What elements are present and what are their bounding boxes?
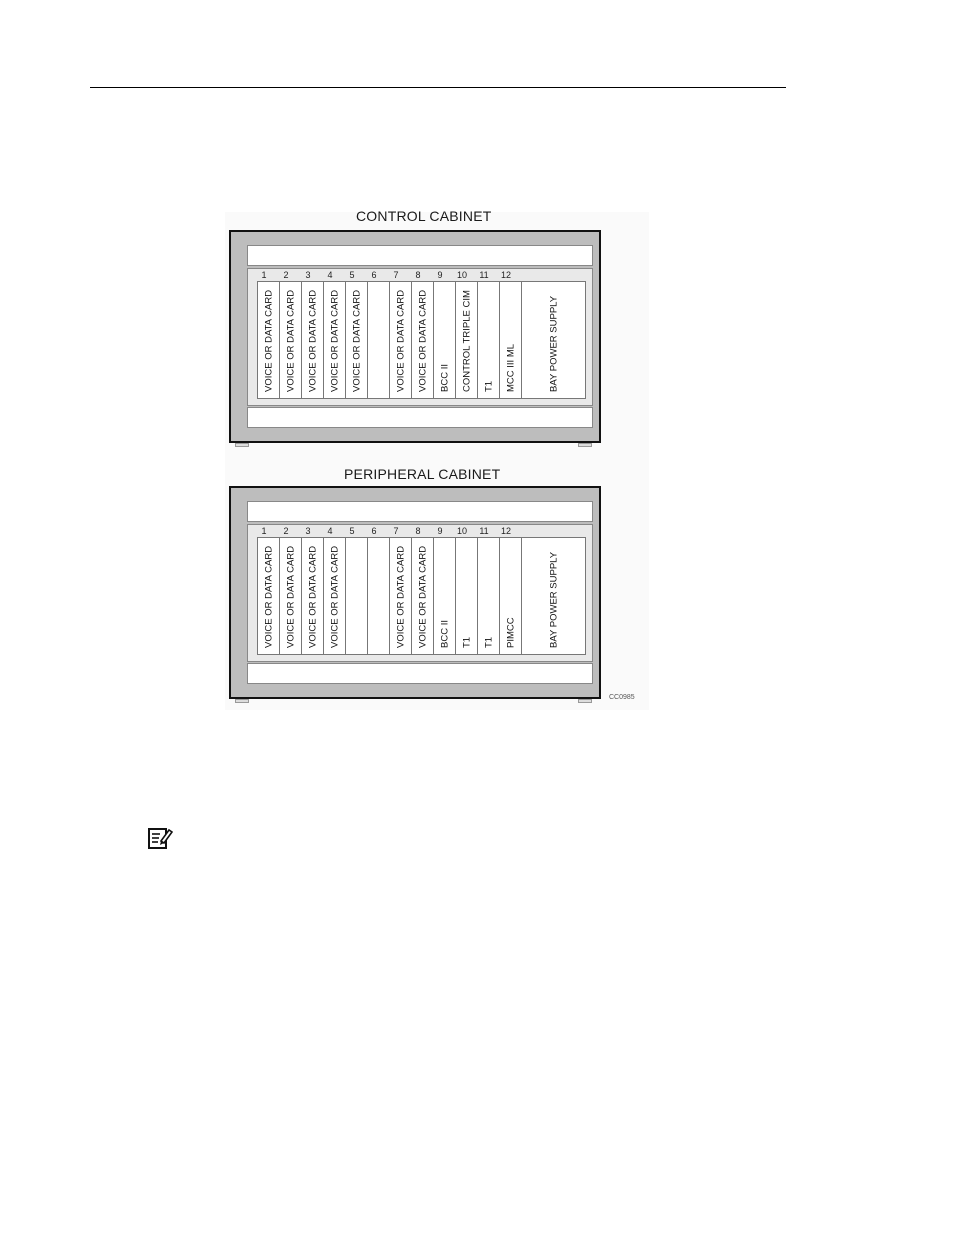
slot-number: 5: [349, 270, 355, 280]
slot-label: VOICE OR DATA CARD: [417, 545, 428, 648]
slot-number: 1: [261, 526, 267, 536]
slot-label: PIMCC: [505, 617, 516, 648]
control-cabinet: 1 2 3 4 5 6 7 8 9 10 11 12 VOICE OR DATA…: [229, 230, 601, 443]
card-slot: PIMCC: [500, 538, 522, 654]
peripheral-cabinet-bottom-strip: [247, 663, 593, 684]
slot-number: 8: [415, 526, 421, 536]
peripheral-cabinet-top-strip: [247, 501, 593, 522]
slot-label: T1: [483, 636, 494, 648]
cabinet-foot: [578, 699, 592, 703]
control-cabinet-bottom-strip: [247, 407, 593, 428]
slot-number: 10: [456, 270, 467, 280]
slot-label: T1: [483, 380, 494, 392]
card-slot: VOICE OR DATA CARD: [302, 538, 324, 654]
slot-label: VOICE OR DATA CARD: [307, 545, 318, 648]
slot-label: T1: [461, 636, 472, 648]
slot-label: MCC III ML: [505, 343, 516, 392]
card-slot: VOICE OR DATA CARD: [280, 282, 302, 398]
slot-label: BCC II: [439, 364, 450, 392]
slot-number: 6: [371, 270, 377, 280]
header-rule: [90, 87, 786, 88]
power-supply-slot: BAY POWER SUPPLY: [522, 538, 585, 654]
slot-number: 12: [500, 270, 511, 280]
slot-number: 4: [327, 526, 333, 536]
card-slot: T1: [478, 538, 500, 654]
slot-label: BCC II: [439, 620, 450, 648]
card-slot: VOICE OR DATA CARD: [390, 282, 412, 398]
slot-number: 2: [283, 526, 289, 536]
card-slot: T1: [456, 538, 478, 654]
cabinet-foot: [578, 443, 592, 447]
slot-number: 3: [305, 526, 311, 536]
power-supply-label: BAY POWER SUPPLY: [548, 295, 559, 392]
peripheral-slot-row: VOICE OR DATA CARD VOICE OR DATA CARD VO…: [257, 537, 586, 655]
peripheral-cabinet: 1 2 3 4 5 6 7 8 9 10 11 12 VOICE OR DATA…: [229, 486, 601, 699]
card-slot: VOICE OR DATA CARD: [258, 538, 280, 654]
note-pencil-icon: [147, 825, 174, 851]
slot-number: 5: [349, 526, 355, 536]
power-supply-label: BAY POWER SUPPLY: [548, 551, 559, 648]
figure-code: CC0985: [609, 694, 635, 701]
cabinet-foot: [235, 443, 249, 447]
slot-number: 1: [261, 270, 267, 280]
slot-label: VOICE OR DATA CARD: [329, 545, 340, 648]
card-slot: VOICE OR DATA CARD: [390, 538, 412, 654]
card-slot: CONTROL TRIPLE CIM: [456, 282, 478, 398]
slot-number: 8: [415, 270, 421, 280]
card-slot: BCC II: [434, 282, 456, 398]
card-slot: VOICE OR DATA CARD: [324, 538, 346, 654]
card-slot: VOICE OR DATA CARD: [280, 538, 302, 654]
slot-label: VOICE OR DATA CARD: [263, 289, 274, 392]
slot-label: VOICE OR DATA CARD: [395, 289, 406, 392]
slot-number: 7: [393, 270, 399, 280]
slot-number: 3: [305, 270, 311, 280]
slot-number: 10: [456, 526, 467, 536]
slot-number: 2: [283, 270, 289, 280]
slot-number: 11: [479, 270, 489, 280]
slot-number: 6: [371, 526, 377, 536]
slot-label: VOICE OR DATA CARD: [263, 545, 274, 648]
control-slot-row: VOICE OR DATA CARD VOICE OR DATA CARD VO…: [257, 281, 586, 399]
slot-label: VOICE OR DATA CARD: [395, 545, 406, 648]
card-slot: VOICE OR DATA CARD: [258, 282, 280, 398]
slot-number: 7: [393, 526, 399, 536]
card-slot: T1: [478, 282, 500, 398]
card-slot: VOICE OR DATA CARD: [346, 282, 368, 398]
slot-label: VOICE OR DATA CARD: [307, 289, 318, 392]
card-slot: [368, 282, 390, 398]
card-slot: VOICE OR DATA CARD: [412, 282, 434, 398]
card-slot: VOICE OR DATA CARD: [302, 282, 324, 398]
card-slot: VOICE OR DATA CARD: [412, 538, 434, 654]
card-slot: [368, 538, 390, 654]
control-cabinet-slot-area: 1 2 3 4 5 6 7 8 9 10 11 12 VOICE OR DATA…: [247, 268, 593, 406]
slot-number: 12: [500, 526, 511, 536]
slot-label: VOICE OR DATA CARD: [351, 289, 362, 392]
slot-label: VOICE OR DATA CARD: [285, 545, 296, 648]
slot-number: 9: [437, 270, 443, 280]
slot-label: VOICE OR DATA CARD: [417, 289, 428, 392]
slot-number: 4: [327, 270, 333, 280]
slot-label: VOICE OR DATA CARD: [329, 289, 340, 392]
power-supply-slot: BAY POWER SUPPLY: [522, 282, 585, 398]
peripheral-cabinet-title: PERIPHERAL CABINET: [344, 466, 501, 482]
control-cabinet-top-strip: [247, 245, 593, 266]
control-cabinet-title: CONTROL CABINET: [356, 208, 492, 224]
slot-number: 9: [437, 526, 443, 536]
card-slot: [346, 538, 368, 654]
peripheral-cabinet-slot-area: 1 2 3 4 5 6 7 8 9 10 11 12 VOICE OR DATA…: [247, 524, 593, 662]
card-slot: VOICE OR DATA CARD: [324, 282, 346, 398]
card-slot: BCC II: [434, 538, 456, 654]
slot-number: 11: [479, 526, 489, 536]
slot-label: CONTROL TRIPLE CIM: [461, 290, 472, 392]
cabinet-foot: [235, 699, 249, 703]
card-slot: MCC III ML: [500, 282, 522, 398]
slot-label: VOICE OR DATA CARD: [285, 289, 296, 392]
